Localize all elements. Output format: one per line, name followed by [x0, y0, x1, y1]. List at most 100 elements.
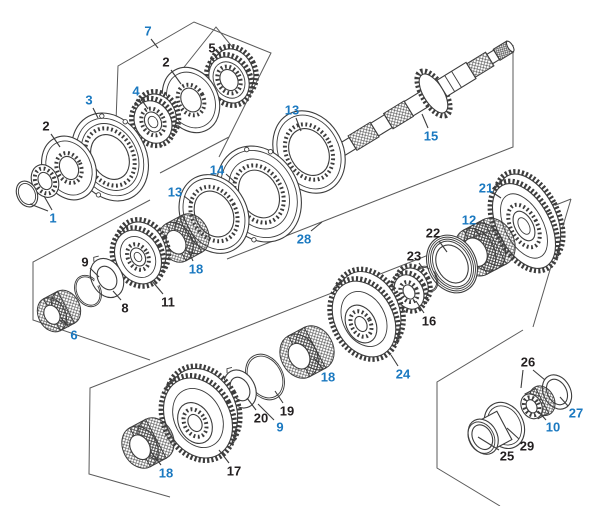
- part-needle-bearing-18-c: [121, 417, 175, 469]
- callout-24[interactable]: 24: [390, 354, 411, 382]
- leader-line: [415, 300, 425, 314]
- part-gear-5: [203, 43, 259, 108]
- leader-line: [150, 451, 162, 466]
- group-outline-28: [226, 45, 514, 260]
- part-bearing-race-22: [426, 234, 478, 294]
- leader-line: [170, 69, 182, 85]
- leader-line: [43, 195, 53, 211]
- leader-line: [559, 396, 569, 407]
- callout-2: 2: [42, 119, 61, 148]
- callout-2: 2: [162, 55, 182, 85]
- callout-number: 20: [254, 411, 268, 426]
- leader-line: [29, 203, 49, 212]
- callout-number[interactable]: 18: [159, 466, 173, 481]
- leader-line: [477, 436, 500, 451]
- callout-number[interactable]: 13: [168, 185, 182, 200]
- callout-number[interactable]: 27: [569, 406, 583, 421]
- callout-1[interactable]: 1: [29, 195, 57, 226]
- leader-line: [60, 317, 70, 328]
- callout-number[interactable]: 24: [396, 367, 411, 382]
- callout-number[interactable]: 14: [210, 163, 225, 178]
- leader-line: [418, 262, 425, 271]
- callout-number: 29: [520, 439, 534, 454]
- callout-12[interactable]: 12: [462, 213, 481, 237]
- callout-number[interactable]: 1: [49, 211, 56, 226]
- callout-28[interactable]: 28: [297, 221, 323, 247]
- leader-line: [188, 251, 194, 262]
- callout-number[interactable]: 15: [424, 129, 438, 144]
- leader-line: [274, 390, 284, 404]
- callout-number: 22: [426, 226, 440, 241]
- parts-layer: [15, 40, 573, 469]
- callout-number[interactable]: 18: [321, 370, 335, 385]
- part-needle-bearing-6: [36, 289, 82, 333]
- callout-number: 9: [81, 255, 88, 270]
- callout-19: 19: [274, 390, 294, 419]
- callout-number: 19: [280, 404, 294, 419]
- callout-16: 16: [415, 300, 436, 329]
- callout-number: 25: [500, 449, 514, 464]
- leader-line: [491, 191, 502, 199]
- callout-number[interactable]: 4: [132, 84, 140, 99]
- callout-9[interactable]: 9: [257, 403, 284, 435]
- callout-8: 8: [112, 290, 129, 316]
- callout-number[interactable]: 28: [297, 232, 311, 247]
- leader-line: [150, 38, 159, 49]
- callout-number[interactable]: 12: [462, 213, 476, 228]
- callout-22: 22: [426, 226, 448, 253]
- callout-7[interactable]: 7: [144, 24, 159, 49]
- leader-line: [112, 290, 122, 301]
- leader-line: [313, 357, 324, 370]
- leader-line: [218, 449, 230, 464]
- callout-15[interactable]: 15: [421, 113, 438, 144]
- part-gear-17: [158, 363, 243, 464]
- part-gear-11: [109, 217, 172, 289]
- callout-number: 2: [42, 119, 49, 134]
- callout-18[interactable]: 18: [313, 357, 335, 385]
- callout-3[interactable]: 3: [85, 93, 99, 119]
- callout-number: 16: [422, 314, 436, 329]
- callout-18[interactable]: 18: [150, 451, 173, 481]
- leader-line: [537, 410, 547, 421]
- callout-6[interactable]: 6: [60, 317, 78, 343]
- part-needle-bearing-18-b: [279, 325, 335, 379]
- leader-line: [438, 240, 448, 253]
- leader-line: [50, 133, 61, 148]
- callout-number[interactable]: 21: [479, 181, 493, 196]
- leader-line: [390, 354, 399, 367]
- callout-number[interactable]: 3: [85, 93, 92, 108]
- callout-number: 2: [162, 55, 169, 70]
- callout-number[interactable]: 18: [189, 262, 203, 277]
- group-outline-left: [32, 199, 151, 361]
- callout-9: 9: [81, 255, 100, 278]
- callout-4[interactable]: 4: [132, 84, 149, 110]
- part-hub-4: [129, 89, 182, 149]
- callout-21[interactable]: 21: [479, 181, 502, 199]
- callout-27[interactable]: 27: [559, 396, 583, 421]
- part-ring-1a: [15, 180, 39, 208]
- callout-14[interactable]: 14: [210, 163, 237, 184]
- callout-number[interactable]: 7: [144, 24, 151, 39]
- callout-26: 26: [520, 355, 546, 389]
- callout-number[interactable]: 9: [276, 420, 283, 435]
- callout-number: 8: [121, 301, 128, 316]
- leader-line: [225, 173, 237, 184]
- leader-line: [295, 117, 302, 132]
- callout-number[interactable]: 10: [546, 420, 560, 435]
- callout-5: 5: [207, 41, 216, 72]
- group-outline-28-top: [159, 136, 230, 174]
- callout-18[interactable]: 18: [188, 251, 203, 277]
- callout-13[interactable]: 13: [285, 103, 302, 132]
- leader-line: [151, 280, 164, 295]
- callout-number[interactable]: 6: [70, 328, 77, 343]
- callout-number: 17: [227, 464, 241, 479]
- callout-number[interactable]: 13: [285, 103, 299, 118]
- callout-29: 29: [506, 427, 534, 454]
- callout-25: 25: [477, 436, 514, 464]
- leader-line: [310, 221, 323, 232]
- callout-13[interactable]: 13: [168, 185, 194, 204]
- leader-line: [89, 267, 100, 278]
- part-bearing-cone-10: [520, 385, 556, 420]
- callout-10[interactable]: 10: [537, 410, 560, 435]
